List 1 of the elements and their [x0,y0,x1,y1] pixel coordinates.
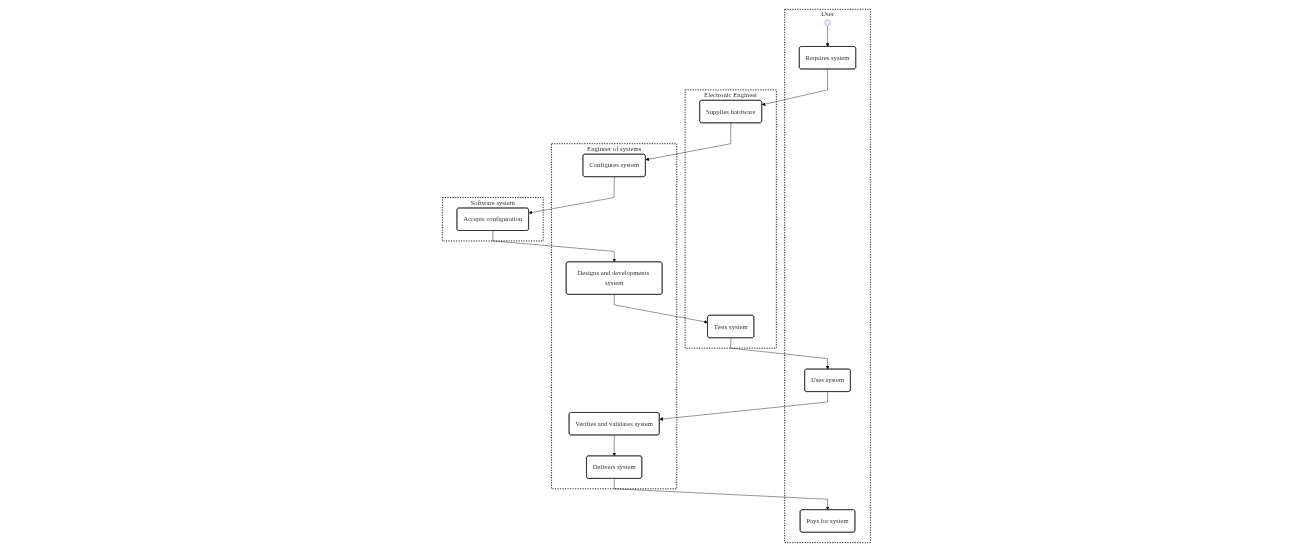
node-circle [824,19,831,26]
